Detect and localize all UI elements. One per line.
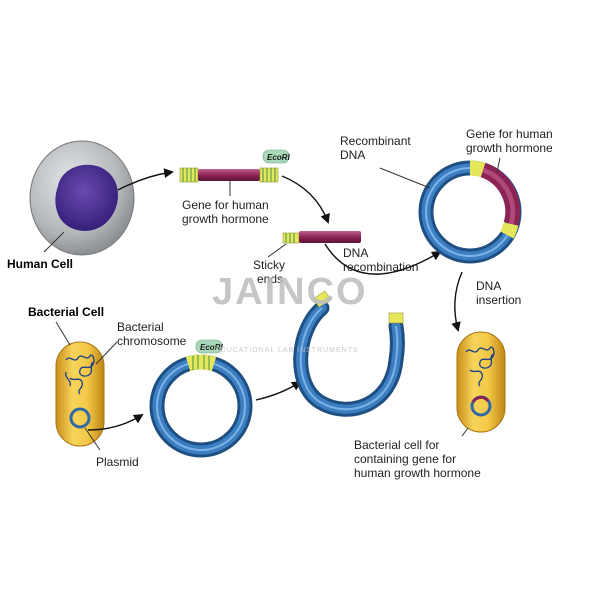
recombinant-gene-pointer	[496, 157, 501, 173]
dna-insertion-line1: DNA	[476, 279, 501, 293]
sticky-end-right	[388, 312, 404, 324]
human-cell-pointer	[43, 231, 65, 253]
recombinant-gene-line1: Gene for human	[466, 127, 553, 141]
sticky-ends-pointer	[267, 243, 287, 258]
gene-label-line2: growth hormone	[182, 212, 269, 226]
result-chromosome-strand	[465, 346, 495, 387]
nucleus	[55, 164, 119, 231]
bacterial-cell-label: Bacterial Cell	[28, 305, 104, 319]
result-cell-line2: containing gene for	[354, 452, 456, 466]
watermark: JAINCO ® EDUCATIONAL LAB INSTRUMENTS	[212, 271, 368, 354]
recombinant-dna-pointer	[379, 167, 431, 189]
dna-insertion-line2: insertion	[476, 293, 521, 307]
bacterial-cell-pointer	[55, 321, 71, 346]
opened-plasmid	[293, 290, 405, 417]
human-cell	[29, 140, 135, 256]
arrow-plasmid-to-open	[255, 380, 302, 401]
arrow-bacterium-to-plasmid	[87, 413, 144, 431]
sticky-end-left	[312, 290, 332, 308]
watermark-tagline: EDUCATIONAL LAB INSTRUMENTS	[215, 347, 359, 354]
recombinant-label-line1: Recombinant	[340, 134, 411, 148]
result-cell-pointer	[461, 427, 469, 437]
cut-gene-sticky-ends	[282, 231, 361, 244]
ecori-label-1: EcoRI	[267, 153, 290, 162]
gene-label-line1: Gene for human	[182, 198, 269, 212]
watermark-registered: ®	[340, 280, 346, 288]
plasmid-ecori-site	[185, 354, 217, 372]
bacterial-cell	[55, 341, 105, 447]
watermark-logo: JAINCO	[212, 271, 368, 313]
plasmid-small	[69, 407, 91, 429]
dna-recombination-line1: DNA	[343, 246, 368, 260]
ecori-label-2: EcoRI	[200, 343, 223, 352]
sticky-ends-line2: ends	[257, 272, 283, 286]
recombinant-gene-line2: growth hormone	[466, 141, 553, 155]
recombinant-label-line2: DNA	[340, 148, 365, 162]
isolated-plasmid	[149, 354, 253, 458]
result-cell-line3: human growth hormone	[354, 466, 481, 480]
arrow-to-recombinant	[324, 243, 442, 275]
recombinant-bacterial-cell	[456, 331, 506, 433]
bacterial-chromosome-strand	[65, 354, 95, 395]
human-cell-label: Human Cell	[7, 257, 73, 271]
human-gene-fragment	[179, 167, 279, 183]
arrow-dna-insertion	[451, 271, 463, 332]
plasmid-label: Plasmid	[96, 455, 139, 469]
plasmid-pointer	[84, 427, 101, 451]
ecori-badge-1: EcoRI	[262, 149, 290, 164]
bacterial-chromosome-pointer	[95, 341, 118, 365]
result-cell-line1: Bacterial cell for	[354, 438, 439, 452]
recombinant-plasmid	[418, 160, 522, 264]
bacterial-chromosome-line1: Bacterial	[117, 320, 164, 334]
bacterial-chromosome-line2: chromosome	[117, 334, 187, 348]
arrow-cell-to-gene	[117, 168, 174, 191]
ecori-badge-2: EcoRI	[195, 339, 223, 354]
arrow-gene-to-cut	[281, 175, 330, 224]
sticky-ends-line1: Sticky	[253, 258, 285, 272]
